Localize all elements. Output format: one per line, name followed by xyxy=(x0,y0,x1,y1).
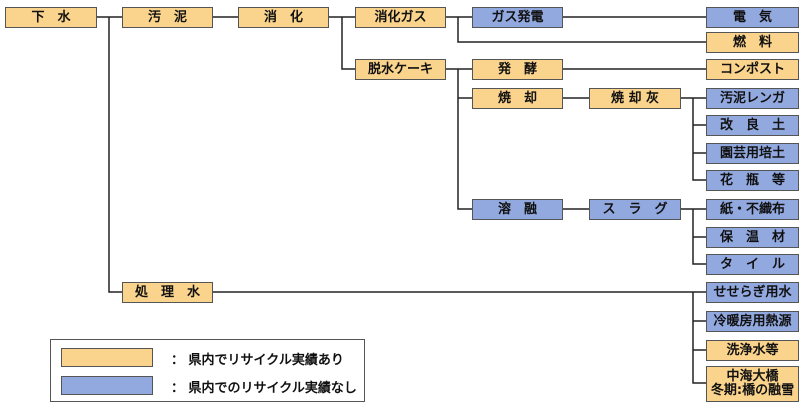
node-compost: コンポスト xyxy=(706,59,799,80)
legend-swatch-recycled xyxy=(61,348,153,367)
node-engei: 園芸用培土 xyxy=(706,143,799,164)
node-kabin: 花 瓶 等 xyxy=(706,170,799,191)
node-slag: ス ラ グ xyxy=(589,199,681,220)
node-shokyaku: 焼 却 xyxy=(472,88,563,109)
node-shorisui: 処 理 水 xyxy=(122,282,213,303)
node-tile: タ イ ル xyxy=(706,254,799,275)
connector xyxy=(692,209,706,265)
node-senjosui: 洗浄水等 xyxy=(706,340,799,361)
node-reidanbo: 冷暖房用熱源 xyxy=(706,311,799,332)
legend: ： 県内でリサイクル実績あり ： 県内でのリサイクル実績なし xyxy=(50,339,365,402)
connector xyxy=(457,17,706,43)
node-hakko: 発 酵 xyxy=(472,59,563,80)
legend-swatch-not-recycled xyxy=(61,376,153,395)
node-kami: 紙・不織布 xyxy=(706,199,799,220)
node-shoka: 消 化 xyxy=(238,7,329,28)
node-denki: 電 気 xyxy=(706,7,799,28)
node-yoyu: 溶 融 xyxy=(472,199,563,220)
node-odei-renga: 汚泥レンガ xyxy=(706,88,799,109)
legend-label-recycled: ： 県内でリサイクル実績あり xyxy=(171,353,344,368)
node-odei: 汚 泥 xyxy=(122,7,213,28)
connector xyxy=(692,292,706,384)
connector xyxy=(341,17,355,70)
node-nenryo: 燃 料 xyxy=(706,32,799,53)
connector xyxy=(457,69,472,210)
node-seseragi: せせらぎ用水 xyxy=(706,282,799,303)
node-gesui: 下 水 xyxy=(5,7,97,28)
node-shoka-gas: 消化ガス xyxy=(355,7,446,28)
node-hoonzai: 保 温 材 xyxy=(706,227,799,248)
node-shokyaku-hai: 焼 却 灰 xyxy=(589,88,681,109)
legend-label-not-recycled: ： 県内でのリサイクル実績なし xyxy=(171,381,357,396)
connector xyxy=(108,17,122,293)
connector xyxy=(692,98,706,181)
node-nakaumi: 中海大橋 冬期:橋の融雪 xyxy=(706,366,799,402)
node-dassui-cake: 脱水ケーキ xyxy=(355,59,446,80)
node-gas-hatsuden: ガス発電 xyxy=(472,7,563,28)
node-kairyodo: 改 良 土 xyxy=(706,115,799,136)
